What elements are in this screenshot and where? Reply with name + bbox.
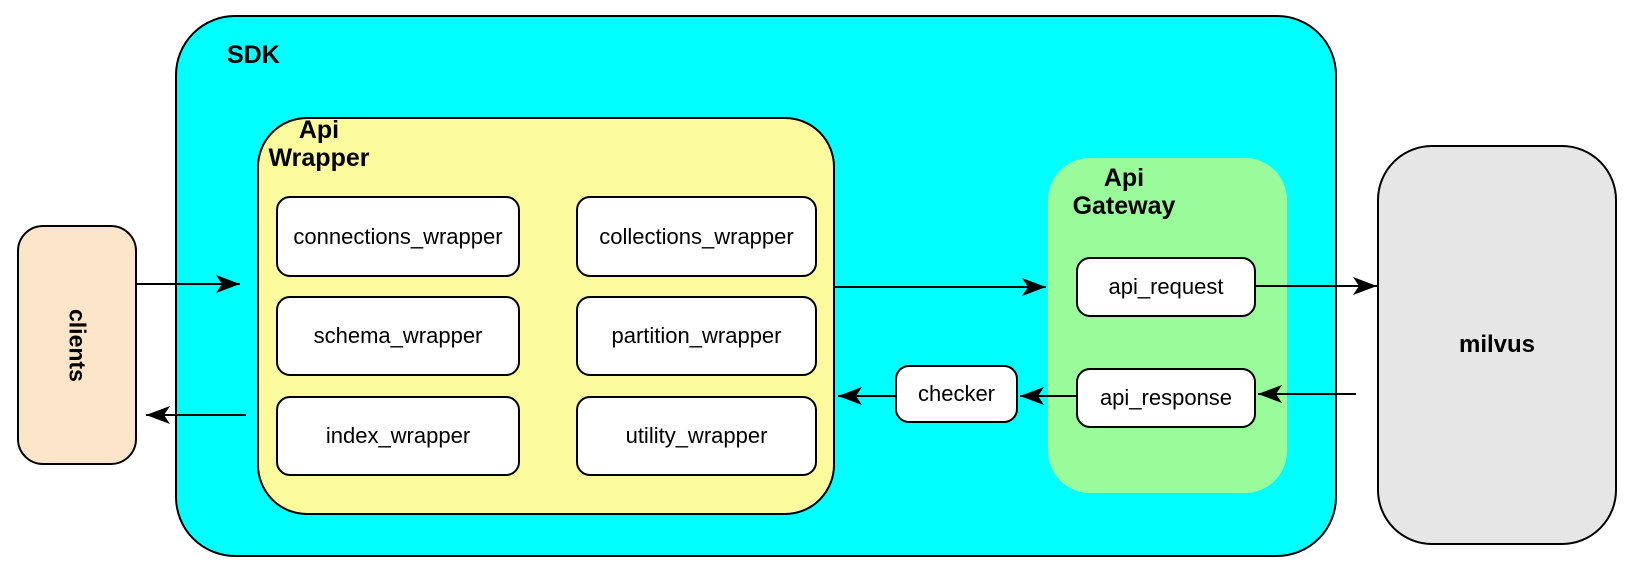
partition-wrapper-node: partition_wrapper [576, 296, 817, 376]
clients-label: clients [64, 308, 91, 382]
sdk-label: SDK [227, 41, 280, 69]
api-gateway-label: Api Gateway [1072, 164, 1176, 220]
api-wrapper-label: Api Wrapper [268, 116, 370, 172]
milvus-node: milvus [1377, 145, 1617, 545]
utility-wrapper-node: utility_wrapper [576, 396, 817, 476]
api-response-node: api_response [1076, 368, 1256, 428]
index-wrapper-node: index_wrapper [276, 396, 520, 476]
collections-wrapper-node: collections_wrapper [576, 196, 817, 277]
connections-wrapper-node: connections_wrapper [276, 196, 520, 277]
api-request-node: api_request [1076, 257, 1256, 317]
milvus-label: milvus [1458, 331, 1536, 358]
schema-wrapper-node: schema_wrapper [276, 296, 520, 376]
api-gateway-container [1048, 158, 1287, 493]
checker-node: checker [895, 365, 1018, 423]
clients-node: clients [17, 225, 137, 465]
